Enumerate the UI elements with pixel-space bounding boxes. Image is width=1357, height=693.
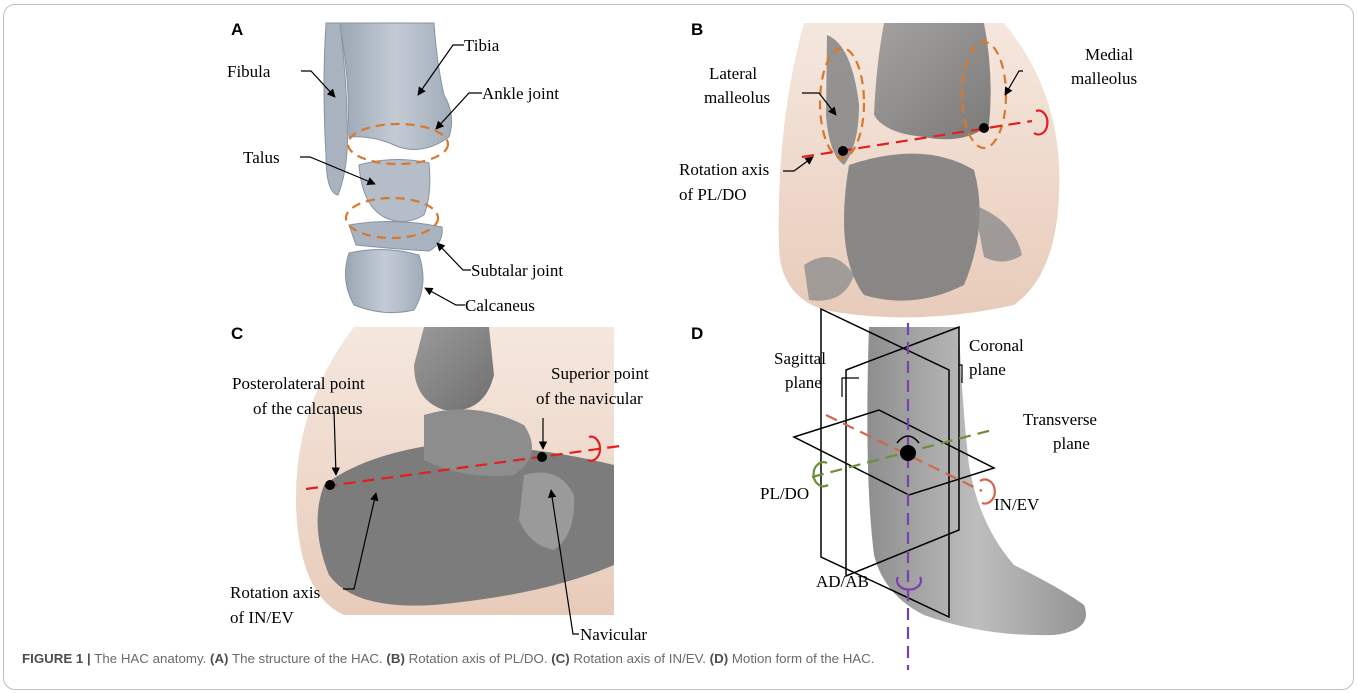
label-posterolateral-2: of the calcaneus	[253, 399, 363, 418]
panel-d-letter: D	[691, 324, 703, 343]
caption-title: The HAC anatomy.	[94, 651, 206, 666]
label-fibula: Fibula	[227, 62, 271, 81]
label-transverse-2: plane	[1053, 434, 1090, 453]
label-talus: Talus	[243, 148, 280, 167]
superior-navicular-point	[537, 452, 547, 462]
label-posterolateral-1: Posterolateral point	[232, 374, 365, 393]
caption-part-d-label: (D)	[710, 651, 728, 666]
caption-part-c-label: (C)	[551, 651, 569, 666]
panel-d: D Sagittal plane Coronal plane Transvers…	[691, 309, 1097, 670]
figure-frame: A Tibia Fibula Ankle joint Talus Subtala…	[3, 4, 1354, 690]
label-coronal-2: plane	[969, 360, 1006, 379]
medial-point	[979, 123, 989, 133]
caption-part-c-text: Rotation axis of IN/EV.	[573, 651, 706, 666]
caption-part-b-label: (B)	[386, 651, 404, 666]
figure-caption: FIGURE 1 | The HAC anatomy. (A) The stru…	[22, 651, 1342, 666]
label-pldo: PL/DO	[760, 484, 809, 503]
label-lateral-2: malleolus	[704, 88, 770, 107]
label-sagittal-1: Sagittal	[774, 349, 826, 368]
label-superior-2: of the navicular	[536, 389, 643, 408]
label-subtalar-joint: Subtalar joint	[471, 261, 563, 280]
label-coronal-1: Coronal	[969, 336, 1024, 355]
label-sagittal-2: plane	[785, 373, 822, 392]
label-navicular: Navicular	[580, 625, 647, 644]
panel-a-bones	[324, 23, 452, 313]
caption-figure-label: FIGURE 1 |	[22, 651, 91, 666]
label-ankle-joint: Ankle joint	[482, 84, 559, 103]
panel-c: C Posterolateral point of the calcaneus …	[230, 324, 649, 644]
label-transverse-1: Transverse	[1023, 410, 1097, 429]
label-calcaneus: Calcaneus	[465, 296, 535, 315]
panel-c-letter: C	[231, 324, 243, 343]
label-medial-2: malleolus	[1071, 69, 1137, 88]
label-axis-c-2: of IN/EV	[230, 608, 294, 627]
label-superior-1: Superior point	[551, 364, 649, 383]
label-inev: IN/EV	[994, 495, 1040, 514]
center-point	[900, 445, 916, 461]
caption-part-b-text: Rotation axis of PL/DO.	[409, 651, 548, 666]
caption-part-a-label: (A)	[210, 651, 228, 666]
figure-illustration: A Tibia Fibula Ankle joint Talus Subtala…	[4, 5, 1354, 690]
panel-a: A Tibia Fibula Ankle joint Talus Subtala…	[227, 20, 563, 315]
caption-part-a-text: The structure of the HAC.	[232, 651, 383, 666]
posterolateral-point	[325, 480, 335, 490]
label-tibia: Tibia	[464, 36, 500, 55]
label-axis-b-1: Rotation axis	[679, 160, 769, 179]
panel-b-letter: B	[691, 20, 703, 39]
panel-b: B Lateral malleolus Medial malleolus Rot…	[679, 20, 1137, 317]
lateral-point	[838, 146, 848, 156]
panel-a-letter: A	[231, 20, 243, 39]
label-axis-c-1: Rotation axis	[230, 583, 320, 602]
label-adab: AD/AB	[816, 572, 869, 591]
label-medial-1: Medial	[1085, 45, 1133, 64]
inev-rotation-icon	[980, 479, 995, 503]
label-lateral-1: Lateral	[709, 64, 757, 83]
label-axis-b-2: of PL/DO	[679, 185, 747, 204]
caption-part-d-text: Motion form of the HAC.	[732, 651, 875, 666]
